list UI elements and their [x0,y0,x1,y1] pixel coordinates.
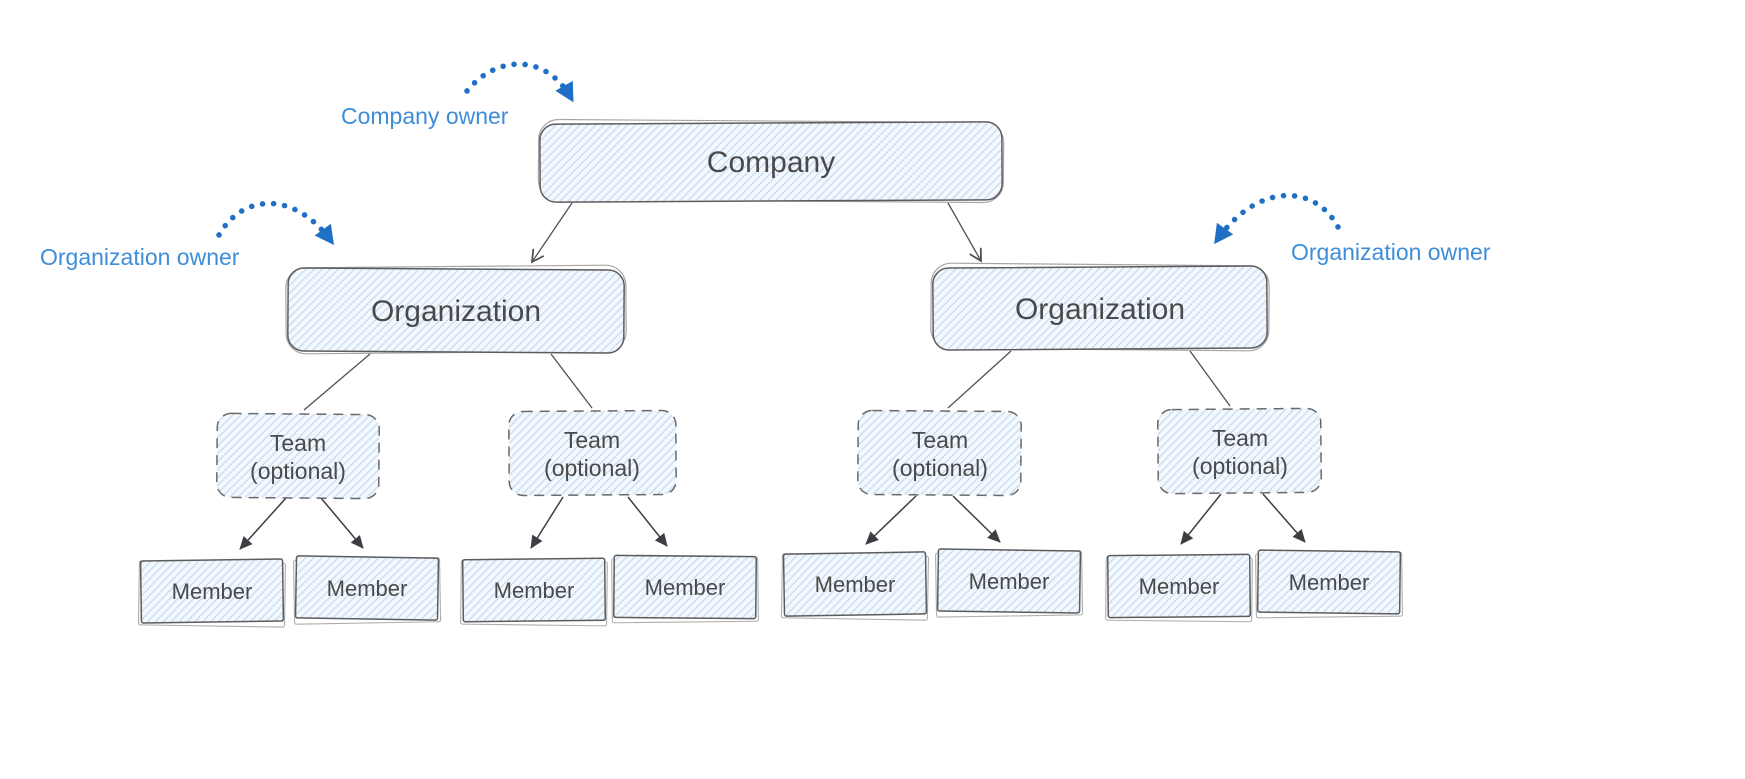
edge-org-left-team-2 [550,353,593,409]
team-2-label-line2: (optional) [544,455,640,481]
org-owner-right-label: Organization owner [1291,239,1491,265]
member-1-box [139,558,285,624]
org-left-box [287,267,625,354]
team-2-node: Team (optional) [508,409,677,497]
member-8-node: Member [1255,549,1403,619]
edge-org-right-team-3 [947,350,1012,409]
team-4-node: Team (optional) [1157,407,1322,495]
company-label: Company [707,146,835,179]
company-owner-label: Company owner [341,103,509,129]
member-6-node: Member [935,548,1084,618]
member-4-node: Member [611,554,759,624]
org-left-label: Organization [371,295,541,328]
edge-team-3-member-6 [952,495,1001,543]
member-1-node: Member [137,558,286,628]
member-6-label: Member [969,569,1050,594]
member-7-label: Member [1139,574,1220,599]
edge-team-4-member-8 [1262,493,1306,543]
team-2-label-line1: Team [564,427,620,453]
member-7-node: Member [1105,553,1253,623]
member-8-box [1256,549,1402,615]
member-5-label: Member [815,572,896,597]
edge-team-2-member-4 [627,496,668,547]
company-node: Company [537,118,1005,204]
member-3-box [461,557,607,623]
edge-team-1-member-1 [239,497,287,550]
team-3-node: Team (optional) [857,409,1022,497]
org-owner-left-arrow [216,200,334,246]
member-4-box [612,554,758,620]
edge-team-4-member-7 [1180,493,1222,545]
team-1-box [216,412,380,500]
org-left-node: Organization [285,264,627,355]
edge-org-left-team-1 [303,353,371,411]
member-2-node: Member [292,555,442,625]
member-3-label: Member [494,578,575,603]
company-box [539,121,1003,203]
member-5-box [782,551,928,617]
edge-company-org-right [947,202,982,263]
member-1-label: Member [172,579,253,604]
member-2-label: Member [327,576,408,601]
edge-team-3-member-5 [865,495,917,545]
org-right-label: Organization [1015,293,1185,326]
org-right-node: Organization [930,262,1270,352]
team-3-box [857,409,1022,497]
edge-org-right-team-4 [1189,350,1231,407]
member-7-box [1106,553,1252,619]
edge-team-2-member-3 [530,496,564,549]
company-owner-arrow [464,61,574,103]
member-5-node: Member [780,551,930,621]
edge-team-1-member-2 [320,497,364,549]
team-1-node: Team (optional) [216,412,380,500]
org-owner-right-arrow [1214,192,1341,245]
team-4-box [1157,407,1322,495]
team-2-box [508,409,677,497]
member-2-box [294,555,440,621]
member-8-label: Member [1289,570,1370,595]
team-1-label-line1: Team [270,430,326,456]
member-6-box [936,548,1082,614]
org-right-box [932,265,1268,351]
team-4-label-line1: Team [1212,425,1268,451]
member-4-label: Member [645,575,726,600]
org-owner-left-label: Organization owner [40,244,240,270]
team-3-label-line2: (optional) [892,455,988,481]
team-3-label-line1: Team [912,427,968,453]
member-3-node: Member [460,557,608,627]
team-1-label-line2: (optional) [250,458,346,484]
team-4-label-line2: (optional) [1192,453,1288,479]
edge-company-org-left [530,202,573,264]
